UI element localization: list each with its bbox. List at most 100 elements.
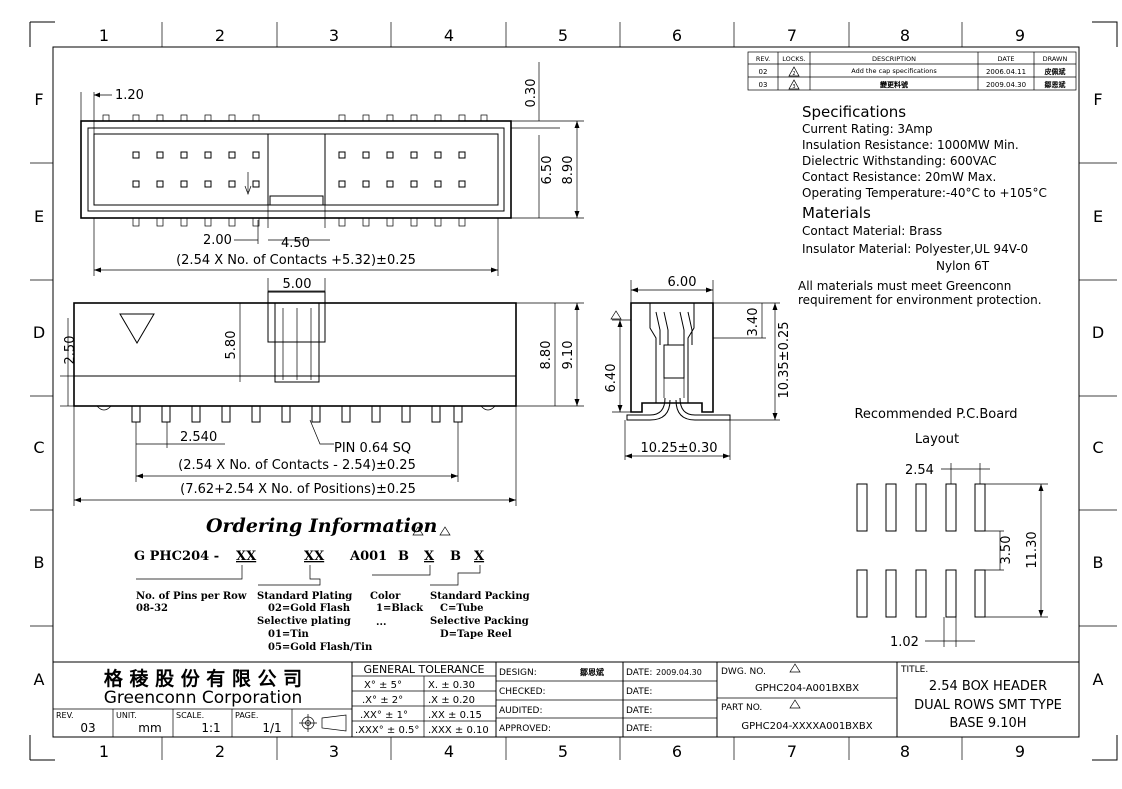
column-label: 7 [787, 26, 797, 45]
polarity-triangle-icon [119, 313, 155, 344]
part-no-label: PART NO. [721, 703, 762, 713]
pin-square [362, 151, 370, 159]
sheet-frame [29, 21, 1118, 761]
pcb-pad [974, 483, 986, 532]
column-label: 9 [1015, 26, 1025, 45]
front-pin [311, 405, 321, 423]
tol-angle-2: .X° ± 2° [362, 695, 403, 706]
design-date: 2009.04.30 [656, 668, 702, 677]
lead-top [480, 114, 488, 122]
title-line-2: DUAL ROWS SMT TYPE [914, 698, 1062, 713]
lead-bottom [362, 217, 370, 227]
rev-header-rev: REV. [756, 55, 770, 63]
lock-triangle-icon [610, 310, 622, 320]
row-label: C [33, 438, 44, 457]
lead-top [338, 114, 346, 122]
checked-date-label: DATE: [626, 687, 652, 697]
lead-top [252, 114, 260, 122]
pcb-subtitle: Layout [915, 432, 959, 447]
projection-symbol-icon [299, 714, 347, 732]
spec-line-3: Dielectric Withstanding: 600VAC [802, 154, 997, 168]
lead-top [156, 114, 164, 122]
front-view-pins [96, 405, 496, 423]
dim-2-54: 2.54 [905, 463, 934, 478]
lead-bottom [204, 217, 212, 227]
pins-label: No. of Pins per Row [136, 591, 247, 602]
row-label: D [33, 323, 45, 342]
materials-title: Materials [802, 204, 871, 222]
lead-top [132, 114, 140, 122]
lead-bottom [410, 217, 418, 227]
column-label: 3 [329, 26, 339, 45]
dim-4-50: 4.50 [281, 236, 310, 251]
rev-row2-desc: 變更料號 [880, 80, 908, 89]
packing-title: Standard Packing [430, 591, 530, 602]
dim-6-40: 6.40 [604, 364, 619, 393]
audited-label: AUDITED: [499, 706, 542, 716]
company-name-cn: 格 稜 股 份 有 限 公 司 [104, 667, 302, 690]
lead-bottom [434, 217, 442, 227]
lock-triangle-icon [439, 526, 451, 536]
pcb-title: Recommended P.C.Board [854, 407, 1017, 422]
row-label: D [1092, 323, 1104, 342]
front-view: 5.00 5.80 2.50 8.80 9.10 2.540 PIN 0.64 … [60, 277, 584, 506]
tol-linear-2: .X ± 0.20 [428, 695, 475, 706]
audited-date-label: DATE: [626, 706, 652, 716]
front-pin [401, 405, 411, 423]
page-value: 1/1 [262, 721, 281, 735]
lead-top [458, 114, 466, 122]
row-label: C [1092, 438, 1103, 457]
column-label: 5 [558, 742, 568, 761]
specifications: Specifications Current Rating: 3Amp Insu… [798, 103, 1047, 307]
front-view-formula-1: (2.54 X No. of Contacts - 2.54)±0.25 [178, 458, 416, 473]
design-label: DESIGN: [499, 668, 537, 678]
front-pin [161, 405, 171, 423]
rev-header-date: DATE [998, 55, 1015, 63]
rev-label: REV. [56, 711, 74, 720]
pin-square [386, 180, 394, 188]
row-label: E [1093, 207, 1103, 226]
column-label: 2 [215, 742, 225, 761]
lock-triangle-icon [789, 663, 801, 673]
dim-3-40: 3.40 [746, 308, 761, 337]
side-view: 6.00 3.40 10.35±0.25 6.40 10.25±0.30 [604, 275, 792, 460]
material-line-3: Nylon 6T [936, 259, 990, 273]
pin-square [204, 180, 212, 188]
pcb-pad [915, 483, 927, 532]
packing-line-1: C=Tube [440, 603, 484, 614]
order-code-b2: B [450, 549, 461, 564]
column-label: 8 [900, 26, 910, 45]
plating-title: Standard Plating [257, 591, 352, 602]
top-view: 1.20 0.30 6.50 8.90 2.00 4.50 (2.54 X No… [80, 62, 584, 276]
pin-square [434, 151, 442, 159]
order-code-pins: XX [236, 549, 257, 564]
material-line-2: Insulator Material: Polyester,UL 94V-0 [802, 242, 1028, 256]
order-code-color: X [424, 549, 435, 564]
rev-row2-date: 2009.04.30 [986, 81, 1026, 89]
dim-2-50: 2.50 [63, 336, 78, 365]
plating-line-3: 01=Tin [268, 629, 310, 640]
pin-square [156, 180, 164, 188]
material-line-4: All materials must meet Greenconn [798, 279, 1011, 293]
pcb-pad [885, 483, 897, 532]
pin-square [132, 151, 140, 159]
pin-square [410, 151, 418, 159]
lead-top [180, 114, 188, 122]
column-label: 1 [99, 742, 109, 761]
color-line-2: ... [376, 617, 386, 628]
top-view-leads [102, 114, 488, 227]
tol-angle-1: X° ± 5° [364, 680, 402, 691]
dim-5-00: 5.00 [283, 277, 312, 292]
dim-8-90: 8.90 [561, 156, 576, 185]
pin-square [458, 180, 466, 188]
row-label: A [34, 670, 45, 689]
rev-row2-lock: 3 [792, 84, 795, 90]
order-code-prefix: G PHC204 - [134, 549, 219, 564]
pcb-pad [915, 569, 927, 618]
rev-row1-desc: Add the cap specifications [851, 67, 937, 75]
pcb-pad [974, 569, 986, 618]
ordering-title: Ordering Information [206, 515, 437, 537]
lead-top [434, 114, 442, 122]
plating-line-2: Selective plating [257, 616, 351, 627]
